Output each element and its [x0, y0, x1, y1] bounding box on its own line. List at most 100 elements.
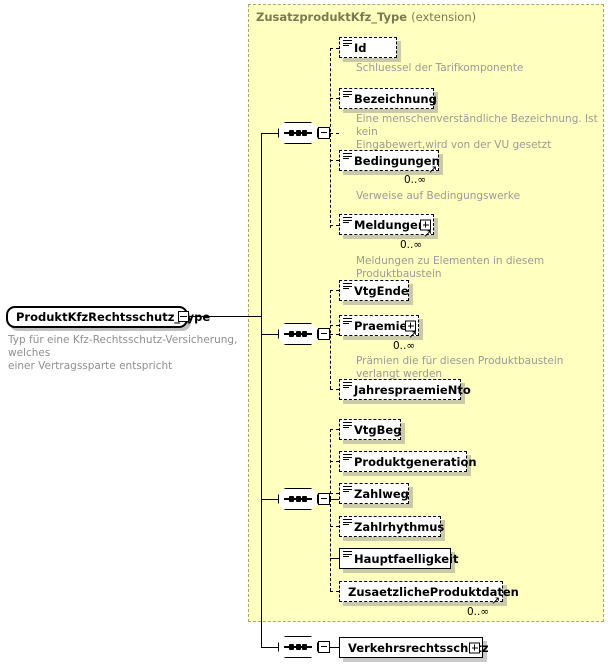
- attribute-lines-icon: [343, 422, 352, 430]
- repeat-indicator: ↗: [491, 594, 501, 607]
- sequence-dot: [302, 129, 307, 137]
- sequence-collapse-icon[interactable]: [318, 492, 330, 505]
- expand-plus-icon[interactable]: [469, 642, 480, 653]
- extension-type-title: ZusatzproduktKfz_Type (extension): [256, 10, 476, 24]
- repeat-indicator: ↗: [428, 163, 438, 176]
- root-type-label: ProduktKfzRechtsschutz_Type: [16, 310, 211, 324]
- element-label: Zahlrhythmus: [354, 519, 445, 534]
- branch-bedingungen: [330, 160, 339, 161]
- element-label: Verkehrsrechtsschutz: [348, 640, 489, 655]
- branch-hauptfaelligkeit: [330, 558, 339, 559]
- root-collapse-icon[interactable]: [178, 311, 189, 322]
- sequence-dot: [295, 330, 301, 338]
- element-label: Zahlweg: [354, 486, 409, 501]
- extension-type-name: ZusatzproduktKfz_Type: [256, 10, 408, 24]
- root-type-box[interactable]: ProduktKfzRechtsschutz_Type: [6, 306, 210, 328]
- element-praemie-description: Prämien die für diesen Produktbaustein v…: [356, 355, 564, 380]
- element-label: VtgBeg: [354, 422, 402, 437]
- branch-vtgende: [330, 290, 339, 291]
- expand-plus-icon[interactable]: [405, 320, 416, 331]
- element-label: Bezeichnung: [354, 91, 437, 106]
- group-3-bus-upper: [330, 429, 331, 499]
- sequence-collapse-icon[interactable]: [318, 126, 330, 139]
- element-label: JahrespraemieNto: [354, 382, 471, 397]
- attribute-lines-icon: [343, 283, 352, 291]
- element-zahlrhythmus[interactable]: Zahlrhythmus: [339, 516, 445, 537]
- compositor-1-stub: [261, 133, 278, 134]
- branch-meldungen: [330, 225, 339, 226]
- sequence-collapse-icon[interactable]: [318, 640, 330, 653]
- element-label: Bedingungen: [354, 153, 440, 168]
- element-label: VtgEnde: [354, 283, 409, 298]
- attribute-lines-icon: [343, 153, 352, 161]
- element-meldungen[interactable]: Meldungen: [339, 214, 434, 235]
- sequence-dot: [289, 495, 294, 503]
- element-id-description: Schluessel der Tarifkomponente: [356, 62, 524, 74]
- element-id[interactable]: Id: [339, 37, 397, 58]
- element-bedingungen-description: Verweise auf Bedingungswerke: [356, 190, 521, 202]
- element-vtgbeg[interactable]: VtgBeg: [339, 419, 401, 440]
- element-meldungen-description: Meldungen zu Elementen in diesem Produkt…: [356, 255, 545, 280]
- element-bezeichnung[interactable]: Bezeichnung: [339, 88, 437, 109]
- attribute-lines-icon: [343, 91, 352, 99]
- branch-produktgeneration: [330, 461, 339, 462]
- compositor-4-stub: [261, 647, 278, 648]
- branch-praemie: [330, 325, 339, 326]
- expand-plus-icon[interactable]: [420, 219, 431, 230]
- element-hauptfaelligkeit[interactable]: Hauptfaelligkeit: [339, 548, 459, 569]
- sequence-dot: [302, 330, 307, 338]
- attribute-lines-icon: [343, 486, 352, 494]
- element-label: Produktgeneration: [354, 454, 477, 469]
- attribute-lines-icon: [343, 519, 352, 527]
- sequence-dot: [295, 643, 301, 651]
- group-1-bus: [330, 48, 331, 228]
- occurrence-bedingungen: 0..∞: [404, 174, 427, 186]
- element-praemie[interactable]: Praemie: [339, 315, 419, 336]
- attribute-lines-icon: [343, 454, 352, 462]
- element-jahrespraemiento[interactable]: JahrespraemieNto: [339, 379, 471, 400]
- attribute-lines-icon: [343, 318, 352, 326]
- sequence-compositor-2[interactable]: [278, 323, 330, 345]
- compositor-2-out: [330, 334, 339, 335]
- sequence-compositor-3[interactable]: [278, 488, 330, 510]
- branch-zusaetzliche: [330, 591, 339, 592]
- element-zusaetzlicheproduktdaten[interactable]: ZusaetzlicheProduktdaten: [339, 581, 519, 602]
- compositor-3-out: [330, 499, 339, 500]
- branch-zahlrhythmus: [330, 526, 339, 527]
- element-label: Praemie: [354, 318, 408, 333]
- element-bezeichnung-description: Eine menschenverständliche Bezeichnung. …: [356, 113, 598, 151]
- group-2-bus: [330, 290, 331, 389]
- sequence-dot: [302, 643, 307, 651]
- sequence-dot: [289, 330, 294, 338]
- element-zahlweg[interactable]: Zahlweg: [339, 483, 409, 504]
- compositor-2-stub: [261, 334, 278, 335]
- attribute-lines-icon: [343, 217, 352, 225]
- element-verkehrsrechtsschutz[interactable]: Verkehrsrechtsschutz: [339, 637, 489, 658]
- occurrence-zusaetzliche: 0..∞: [467, 606, 490, 618]
- compositor-4-out: [330, 647, 339, 648]
- occurrence-praemie: 0..∞: [393, 340, 416, 352]
- branch-jahrespraemie: [330, 389, 339, 390]
- repeat-indicator: ↗: [423, 227, 433, 240]
- branch-bezeichnung: [330, 98, 339, 99]
- element-label: Id: [354, 40, 367, 55]
- element-vtgende[interactable]: VtgEnde: [339, 280, 409, 301]
- sequence-dot: [295, 129, 301, 137]
- element-label: Hauptfaelligkeit: [354, 551, 459, 566]
- attribute-lines-icon: [343, 40, 352, 48]
- extension-kind-label: (extension): [411, 10, 477, 24]
- attribute-lines-icon: [343, 382, 352, 390]
- compositor-1-out: [330, 133, 339, 134]
- branch-zahlweg: [330, 493, 339, 494]
- sequence-dot: [302, 495, 307, 503]
- element-produktgeneration[interactable]: Produktgeneration: [339, 451, 477, 472]
- sequence-compositor-1[interactable]: [278, 122, 330, 144]
- sequence-dot: [289, 129, 294, 137]
- element-bedingungen[interactable]: Bedingungen: [339, 150, 440, 171]
- main-trunk-line: [261, 133, 262, 647]
- sequence-compositor-4[interactable]: [278, 636, 330, 658]
- root-connector-line: [189, 316, 261, 317]
- sequence-collapse-icon[interactable]: [318, 327, 330, 340]
- branch-vtgbeg: [330, 429, 339, 430]
